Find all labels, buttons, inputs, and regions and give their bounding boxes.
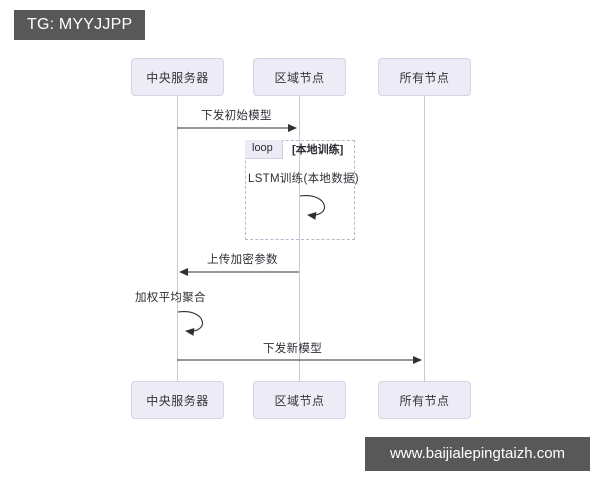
participant-top-all-nodes[interactable]: 所有节点 xyxy=(378,58,471,96)
tg-tag-badge: TG: MYYJJPP xyxy=(14,10,146,40)
message-label-upload-params: 上传加密参数 xyxy=(207,254,278,266)
participant-top-regional-node[interactable]: 区域节点 xyxy=(253,58,346,96)
lifeline-all-nodes xyxy=(424,96,425,381)
loop-fragment-condition: [本地训练] xyxy=(292,144,344,156)
participant-label: 所有节点 xyxy=(399,393,450,408)
participant-bottom-central-server[interactable]: 中央服务器 xyxy=(131,381,224,419)
participant-top-central-server[interactable]: 中央服务器 xyxy=(131,58,224,96)
participant-bottom-regional-node[interactable]: 区域节点 xyxy=(253,381,346,419)
participant-label: 中央服务器 xyxy=(146,393,209,408)
lifeline-regional-node xyxy=(299,96,300,381)
message-label-weighted-aggregation: 加权平均聚合 xyxy=(135,292,206,304)
participant-label: 区域节点 xyxy=(274,393,325,408)
message-label-new-model: 下发新模型 xyxy=(263,343,322,355)
lifeline-central-server xyxy=(177,96,178,381)
watermark-badge: www.baijialepingtaizh.com xyxy=(365,437,590,471)
message-label-lstm-training: LSTM训练(本地数据) xyxy=(248,173,359,185)
self-loop-weighted-aggregation xyxy=(177,311,204,336)
participant-bottom-all-nodes[interactable]: 所有节点 xyxy=(378,381,471,419)
loop-fragment xyxy=(245,140,355,240)
participant-label: 中央服务器 xyxy=(146,70,209,85)
message-label-initial-model: 下发初始模型 xyxy=(201,110,272,122)
participant-label: 区域节点 xyxy=(274,70,325,85)
participant-label: 所有节点 xyxy=(399,70,450,85)
loop-fragment-operator: loop xyxy=(245,140,283,159)
